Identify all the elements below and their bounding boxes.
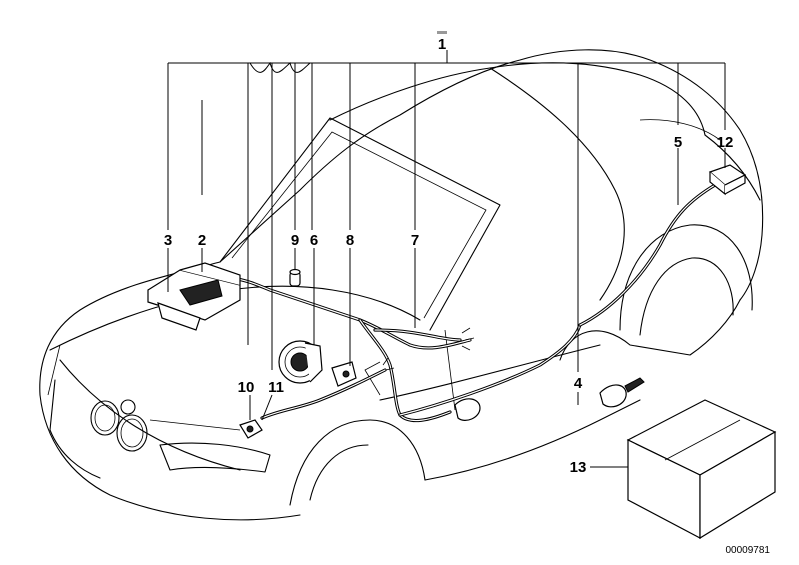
callout-8: 8 [346, 232, 354, 249]
callout-2: 2 [198, 232, 206, 249]
callout-1: 1 [438, 36, 446, 53]
package-box-part [626, 399, 777, 540]
switch-part [289, 268, 301, 287]
rear-module-part [708, 164, 747, 196]
leader-lines [167, 50, 726, 468]
document-number: 00009781 [726, 545, 771, 556]
callout-7: 7 [411, 232, 419, 249]
callout-4: 4 [574, 375, 583, 392]
callout-1-marker [437, 31, 447, 34]
callout-5: 5 [674, 134, 682, 151]
remote-key-part [454, 377, 645, 421]
siren-part [278, 340, 323, 384]
callout-11: 11 [268, 379, 284, 396]
callout-12: 12 [717, 134, 734, 151]
callout-3: 3 [164, 232, 172, 249]
callout-labels: 1 2 3 4 5 6 7 8 9 10 11 12 13 00009781 [164, 31, 771, 556]
callout-9: 9 [291, 232, 299, 249]
sensor-bracket-part [331, 361, 357, 387]
callout-13: 13 [570, 459, 587, 476]
control-unit-part [147, 262, 241, 331]
callout-6: 6 [310, 232, 318, 249]
wiring-harness [203, 183, 717, 423]
callout-10: 10 [238, 379, 255, 396]
bonnet-switch-part [239, 419, 263, 439]
